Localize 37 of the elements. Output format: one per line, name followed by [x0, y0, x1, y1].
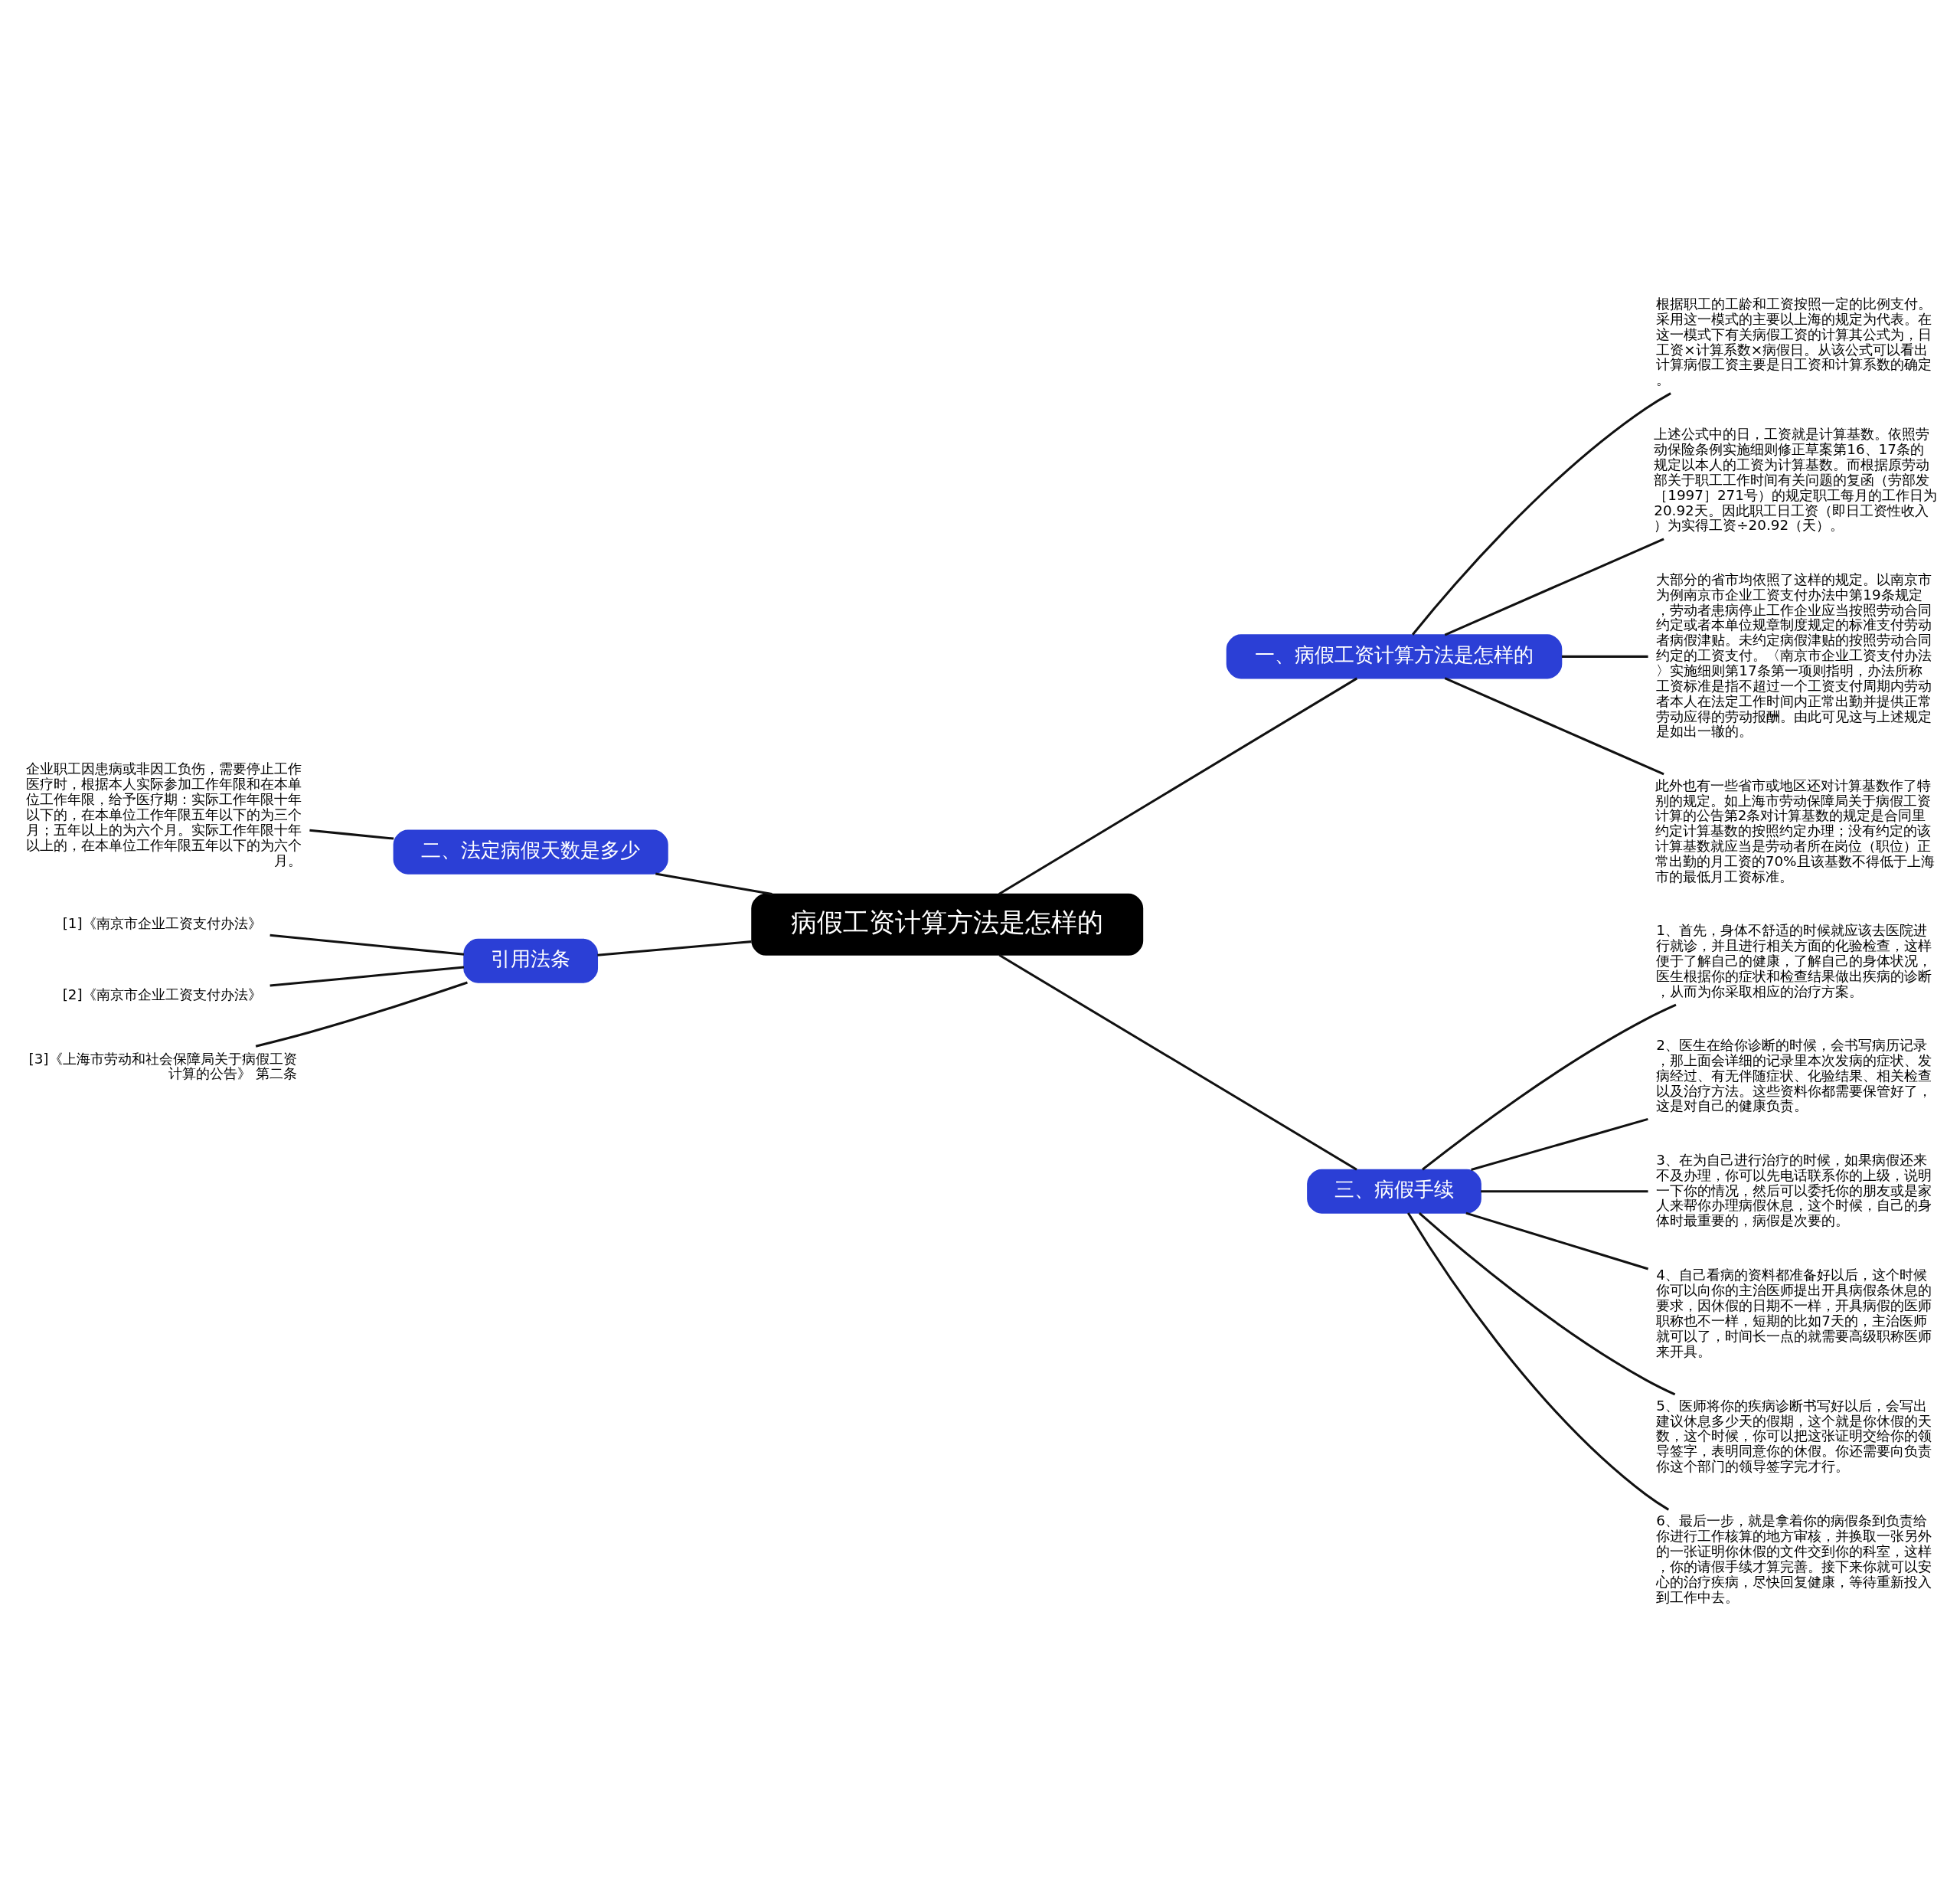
node-text: 上述公式中的日，工资就是计算基数。依照劳动保险条例实施细则修正草案第16、17条的规定以本人的工资为计算基数。而根据原劳动部关于职工工作时间有关问题的复函（劳部发［1997］271号）的规定职工每月的工作日为20.92天。因此职工日工资（即日工资性收入）为实得工资÷20.92（天）。 — [1654, 426, 1937, 534]
node-text: 4、自己看病的资料都准备好以后，这个时候你可以向你的主治医师提出开具病假条休息的要求，因休假的日期不一样，开具病假的医师职称也不一样，短期的比如7天的，主治医师就可以了，时间长一点的就需要高级职称医师来开具。 — [1656, 1267, 1932, 1359]
connector — [1418, 1212, 1676, 1396]
node-box: 引用法条 — [463, 938, 599, 983]
connector — [998, 954, 1357, 1171]
node-text: [1]《南京市企业工资支付办法》 — [62, 915, 262, 932]
node-text: 此外也有一些省市或地区还对计算基数作了特别的规定。如上海市劳动保障局关于病假工资计算的公告第2条对计算基数的规定是合同里约定计算基数的按照约定办理；没有约定的该计算基数就应当是劳动者所在岗位（职位）正常出勤的月工资的70%且该基数不得低于上海市的最低月工资标准。 — [1655, 777, 1935, 884]
connector — [655, 872, 773, 896]
connector — [270, 934, 465, 956]
connector — [1561, 655, 1648, 658]
connector — [1444, 677, 1664, 776]
node-text: 2、医生在给你诊断的时候，会书写病历记录，那上面会详细的记录里本次发病的症状、发病经过、有无伴随症状、化验结果、相关检查以及治疗方法。这些资料你都需要保管好了，这是对自己的健康负责。 — [1656, 1037, 1932, 1114]
connector — [1481, 1190, 1648, 1193]
node-text: [2]《南京市企业工资支付办法》 — [62, 986, 262, 1003]
node-text: 1、首先，身体不舒适的时候就应该去医院进行就诊，并且进行相关方面的化验检查，这样便于了解自己的健康，了解自己的身体状况，医生根据你的症状和检查结果做出疾病的诊断，从而为你采取相应的治疗方案。 — [1656, 922, 1932, 999]
connector — [998, 677, 1358, 895]
connector — [1444, 538, 1664, 636]
connector — [597, 940, 752, 956]
connector — [309, 829, 394, 840]
connector — [1422, 1003, 1677, 1171]
connector — [1411, 392, 1671, 636]
node-text: 大部分的省市均依照了这样的规定。以南京市为例南京市企业工资支付办法中第19条规定，劳动者患病停止工作企业应当按照劳动合同约定或者本单位规章制度规定的标准支付劳动者病假津贴。未约定病假津贴的按照劳动合同约定的工资支付。〈南京市企业工资支付办法〉实施细则第17条第一项则指明，办法所称工资标准是指不超过一个工资支付周期内劳动者本人在法定工作时间内正常出勤并提供正常劳动应得的劳动报酬。由此可见这与上述规定是如出一辙的。 — [1656, 571, 1932, 740]
node-box: 病假工资计算方法是怎样的 — [751, 893, 1144, 956]
connector — [1406, 1212, 1670, 1511]
node-text: 3、在为自己进行治疗的时候，如果病假还来不及办理，你可以先电话联系你的上级，说明一下你的情况，然后可以委托你的朋友或是家人来帮你办理病假休息，这个时候，自己的身体时最重要的，病假是次要的。 — [1656, 1151, 1932, 1229]
node-box: 一、病假工资计算方法是怎样的 — [1226, 634, 1563, 679]
node-text: 企业职工因患病或非因工负伤，需要停止工作医疗时，根据本人实际参加工作年限和在本单位工作年限，给予医疗期：实际工作年限十年以下的，在本单位工作年限五年以下的为三个月；五年以上的为六个月。实际工作年限十年以上的，在本单位工作年限五年以下的为六个月。 — [25, 760, 302, 868]
connector — [255, 981, 468, 1048]
node-text: 5、医师将你的疾病诊断书写好以后，会写出建议休息多少天的假期，这个就是你休假的天数，这个时候，你可以把这张证明交给你的领导签字，表明同意你的休假。你还需要向负责你这个部门的领导签字完才行。 — [1656, 1397, 1932, 1475]
connector — [270, 966, 465, 987]
node-box: 三、病假手续 — [1307, 1169, 1481, 1214]
connector — [1471, 1117, 1648, 1171]
node-text: [3]《上海市劳动和社会保障局关于病假工资计算的公告》 第二条 — [28, 1050, 297, 1082]
node-text: 6、最后一步，就是拿着你的病假条到负责给你进行工作核算的地方审核，并换取一张另外的一张证明你休假的文件交到你的科室，这样，你的请假手续才算完善。接下来你就可以安心的治疗疾病，尽快回复健康，等待重新投入到工作中去。 — [1656, 1512, 1932, 1605]
node-text: 根据职工的工龄和工资按照一定的比例支付。采用这一模式的主要以上海的规定为代表。在这一模式下有关病假工资的计算其公式为，日工资×计算系数×病假日。从该公式可以看出计算病假工资主要是日工资和计算系数的确定。 — [1656, 295, 1932, 388]
connector — [1465, 1211, 1649, 1270]
node-box: 二、法定病假天数是多少 — [393, 829, 668, 875]
